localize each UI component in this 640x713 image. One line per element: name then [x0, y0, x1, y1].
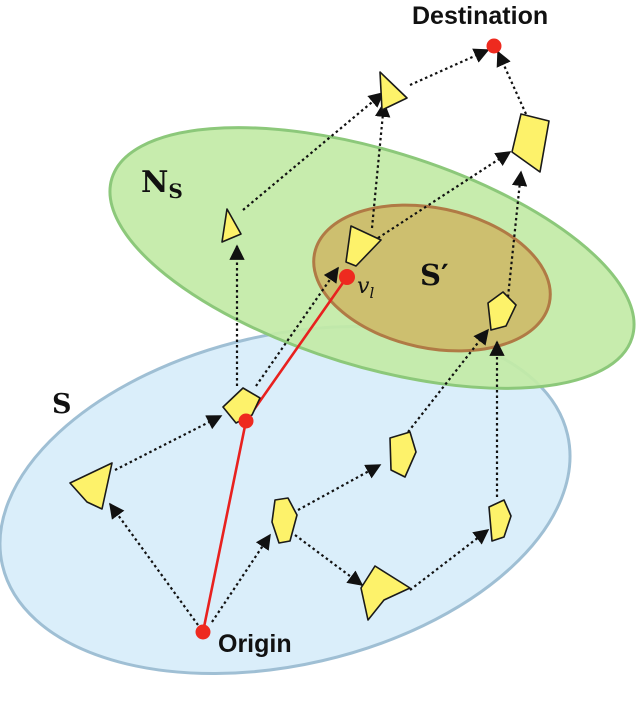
vehicle-icon	[271, 497, 298, 544]
arrow-v11-to-destination	[496, 50, 528, 115]
region-s-label: S	[52, 389, 72, 420]
vehicle-icon	[487, 291, 517, 331]
origin-dot-icon	[195, 624, 211, 640]
dashed-arrows	[109, 48, 528, 626]
vehicle-icon	[221, 208, 242, 243]
region-s-prime-label: S′	[420, 258, 449, 292]
arrow-v8-to-v11	[377, 151, 512, 239]
arrow-origin-to-v2	[211, 533, 271, 623]
arrow-v1-to-v3	[114, 415, 223, 471]
vehicle-icon	[389, 431, 417, 478]
arrow-v2-to-v5	[297, 464, 382, 511]
vehicle-icon	[360, 565, 411, 621]
vehicle-icon	[511, 113, 550, 173]
vehicle-icon	[69, 462, 113, 510]
vehicle-icon	[488, 499, 512, 542]
arrow-v8-to-v10	[370, 101, 391, 229]
vehicles	[69, 71, 550, 621]
arrow-v10-to-destination	[409, 48, 490, 87]
region-ns-label: NS	[141, 165, 183, 203]
arrow-v3-to-v8	[255, 266, 339, 387]
vehicle-icon	[379, 71, 408, 111]
arrow-v9-to-v11	[506, 170, 528, 298]
vl-label-sub: l	[369, 284, 374, 302]
origin-label: Origin	[218, 630, 292, 658]
destination-label: Destination	[412, 2, 548, 30]
vl-label-main: v	[357, 274, 370, 299]
waypoint-dot-icon	[238, 413, 254, 429]
vl-label: vl	[357, 274, 374, 302]
region-ns-label-main: N	[141, 165, 168, 200]
vehicle-icon	[222, 387, 261, 424]
vl-dot-icon	[339, 269, 355, 285]
destination-dot-icon	[486, 38, 502, 54]
vehicle-icon	[345, 225, 382, 267]
region-ns-label-sub: S	[168, 179, 182, 203]
